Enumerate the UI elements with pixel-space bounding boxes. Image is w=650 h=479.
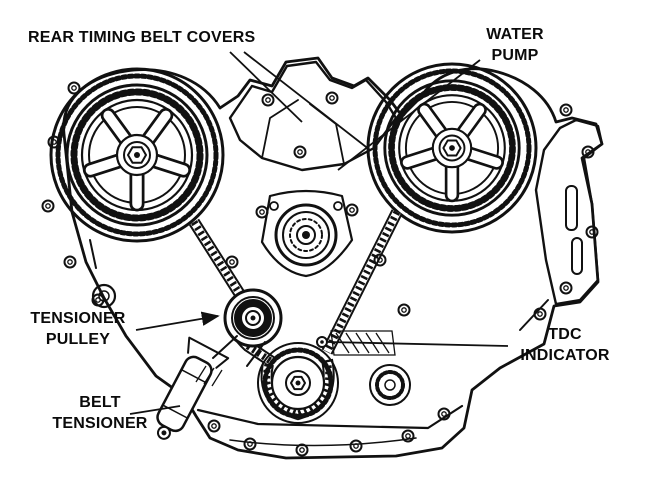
leader-rear-covers-1 [229, 51, 303, 123]
leader-water-pump [337, 59, 481, 171]
left-camshaft-sprocket [67, 85, 207, 225]
right-camshaft-sprocket [385, 81, 519, 215]
label-belt-tensioner: BELT TENSIONER [44, 392, 156, 434]
timing-belt-left-wrap [55, 73, 219, 237]
leader-belt-tensioner [129, 405, 181, 415]
tensioner-pulley [212, 288, 283, 367]
label-tensioner-pulley-line2: PULLEY [45, 331, 111, 348]
rear-timing-belt-cover-center [228, 60, 398, 172]
bolt-icon [41, 199, 55, 213]
bolt-icon [349, 439, 363, 453]
leader-tensioner-pulley [135, 311, 220, 331]
label-tdc-indicator-line2: INDICATOR [520, 347, 610, 364]
hatch-left-of-tensioner [195, 365, 223, 387]
label-tensioner-pulley-line1: TENSIONER [30, 310, 126, 327]
label-tdc-indicator: TDC INDICATOR [505, 324, 625, 366]
bolt-icon [225, 255, 239, 269]
bolt-icon [243, 437, 257, 451]
bolt-icon [63, 255, 77, 269]
bolt-icon [559, 103, 573, 117]
rear-timing-belt-cover-left [49, 67, 225, 243]
bolt-icon [261, 93, 275, 107]
bolt-icon [397, 303, 411, 317]
label-water-pump-line1: WATER [486, 26, 544, 43]
label-rear-timing-belt-covers: REAR TIMING BELT COVERS [28, 29, 256, 46]
label-water-pump: WATER PUMP [470, 24, 560, 66]
leader-tdc-indicator [327, 341, 509, 347]
label-tdc-indicator-line1: TDC [548, 326, 582, 343]
label-water-pump-line2: PUMP [491, 47, 539, 64]
label-belt-tensioner-line2: TENSIONER [52, 415, 148, 432]
bolt-icon [559, 281, 573, 295]
bolt-icon [585, 225, 599, 239]
leader-lines [129, 51, 509, 415]
bolt-icon [293, 145, 307, 159]
bolt-icon [255, 205, 269, 219]
leader-rear-covers-2 [243, 51, 371, 151]
water-pump-pulley [260, 189, 354, 278]
label-tensioner-pulley: TENSIONER PULLEY [23, 308, 133, 350]
label-belt-tensioner-line1: BELT [79, 394, 121, 411]
bolt-icon [207, 419, 221, 433]
oil-pan [196, 404, 464, 447]
bolt-icon [67, 81, 81, 95]
bolt-icon [345, 203, 359, 217]
crankshaft-sprocket [257, 342, 339, 424]
belt-tensioner-body [156, 336, 230, 440]
timing-belt-right-run [321, 209, 403, 355]
bolt-icon [325, 91, 339, 105]
timing-belt-right-wrap [372, 68, 532, 228]
oil-pump-wheel [369, 364, 411, 406]
